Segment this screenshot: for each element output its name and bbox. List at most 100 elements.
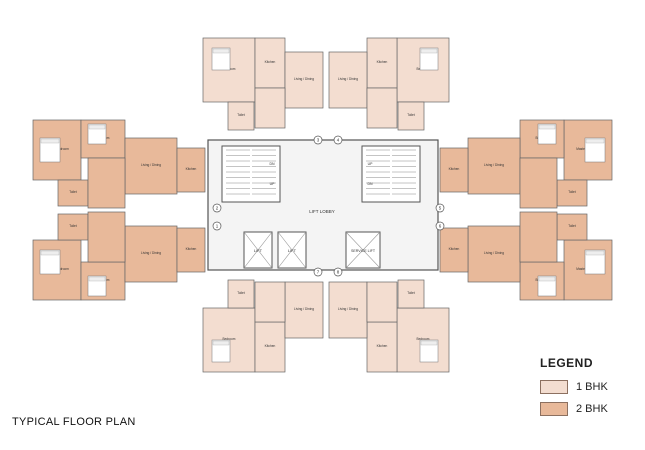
grid-marker-label: 7 (317, 270, 320, 275)
bed-icon (211, 47, 231, 71)
room-living-dining (328, 51, 368, 109)
stair-up-left: UP (270, 182, 276, 186)
bed-icon (39, 249, 61, 275)
room-toilet-label: Toilet (407, 291, 415, 295)
room-toilet-label: Toilet (568, 190, 576, 194)
grid-markers: 1 2 3 4 5 6 7 8 (212, 135, 445, 277)
bed-icon (39, 137, 61, 163)
room-bedroom-label: Bedroom (223, 337, 236, 341)
room-living-dining-label: Living / Dining (141, 163, 161, 167)
building-core: LIFT LOBBY LIFT LIFT SERVICE LIFT DN UP … (207, 139, 439, 271)
legend-label-1bhk: 1 BHK (576, 381, 608, 393)
legend-title: LEGEND (540, 356, 594, 370)
stair-dn-left: DN (269, 162, 275, 166)
room-toilet-label: Toilet (69, 224, 77, 228)
lift-label-1: LIFT (254, 248, 263, 253)
room-passage (519, 157, 558, 209)
room-living-dining-label: Living / Dining (338, 77, 358, 81)
room-passage (87, 157, 126, 209)
legend-item-2bhk: 2 BHK (540, 400, 640, 418)
bed-icon (419, 339, 439, 363)
room-living-dining-label: Living / Dining (484, 251, 504, 255)
room-toilet (397, 279, 425, 309)
bed-icon (584, 249, 606, 275)
room-toilet (227, 279, 255, 309)
grid-marker (333, 135, 343, 145)
legend-swatch-1bhk (540, 380, 568, 394)
lift-lobby-label: LIFT LOBBY (309, 209, 334, 214)
lift-label-2: LIFT (288, 248, 297, 253)
room-living-dining-label: Living / Dining (294, 307, 314, 311)
room-passage (519, 211, 558, 263)
grid-marker (212, 203, 222, 213)
room-kitchen (366, 37, 398, 89)
room-living-dining-label: Living / Dining (484, 163, 504, 167)
room-toilet (556, 213, 588, 241)
bed-icon (211, 339, 231, 363)
room-kitchen (176, 147, 206, 193)
room-living-dining (467, 225, 521, 283)
grid-marker (313, 135, 323, 145)
room-living-dining-label: Living / Dining (141, 251, 161, 255)
grid-marker-label: 8 (337, 270, 340, 275)
room-kitchen-label: Kitchen (186, 247, 197, 251)
room-kitchen (366, 321, 398, 373)
room-living-dining (124, 225, 178, 283)
room-passage (254, 87, 286, 129)
room-kitchen (439, 147, 469, 193)
room-toilet-label: Toilet (237, 113, 245, 117)
room-toilet-label: Toilet (407, 113, 415, 117)
legend-swatch-2bhk (540, 402, 568, 416)
grid-marker (435, 203, 445, 213)
grid-marker (313, 267, 323, 277)
room-toilet-label: Toilet (69, 190, 77, 194)
room-kitchen (439, 227, 469, 273)
bed-icon (419, 47, 439, 71)
room-toilet-label: Toilet (568, 224, 576, 228)
bed-icon (584, 137, 606, 163)
room-kitchen-label: Kitchen (265, 344, 276, 348)
plan-title: TYPICAL FLOOR PLAN (12, 416, 136, 428)
grid-marker-label: 2 (216, 206, 219, 211)
staircase-left (221, 145, 281, 203)
service-lift-label: SERVICE LIFT (351, 249, 376, 253)
room-living-dining (467, 137, 521, 195)
room-living-dining-label: Living / Dining (338, 307, 358, 311)
room-kitchen-label: Kitchen (449, 247, 460, 251)
room-passage (366, 87, 398, 129)
room-kitchen-label: Kitchen (186, 167, 197, 171)
room-passage (366, 281, 398, 323)
room-kitchen-label: Kitchen (265, 60, 276, 64)
room-toilet (397, 101, 425, 131)
grid-marker-label: 4 (337, 138, 340, 143)
stair-dn-right: DN (367, 182, 373, 186)
legend: LEGEND 1 BHK 2 BHK (540, 356, 640, 422)
grid-marker-label: 1 (216, 224, 219, 229)
stair-up-right: UP (368, 162, 374, 166)
room-living-dining (284, 51, 324, 109)
room-bedroom-label: Bedroom (417, 337, 430, 341)
room-toilet-label: Toilet (237, 291, 245, 295)
room-kitchen (176, 227, 206, 273)
room-kitchen-label: Kitchen (377, 344, 388, 348)
legend-item-1bhk: 1 BHK (540, 378, 640, 396)
grid-marker-label: 5 (439, 206, 442, 211)
room-living-dining-label: Living / Dining (294, 77, 314, 81)
room-kitchen (254, 321, 286, 373)
room-toilet (57, 213, 89, 241)
grid-marker-label: 3 (317, 138, 320, 143)
room-kitchen-label: Kitchen (377, 60, 388, 64)
staircase-right (361, 145, 421, 203)
room-passage (254, 281, 286, 323)
room-kitchen-label: Kitchen (449, 167, 460, 171)
room-toilet (556, 179, 588, 207)
room-passage (87, 211, 126, 263)
room-toilet (227, 101, 255, 131)
grid-marker (435, 221, 445, 231)
grid-marker (333, 267, 343, 277)
grid-marker (212, 221, 222, 231)
legend-label-2bhk: 2 BHK (576, 403, 608, 415)
grid-marker-label: 6 (439, 224, 442, 229)
